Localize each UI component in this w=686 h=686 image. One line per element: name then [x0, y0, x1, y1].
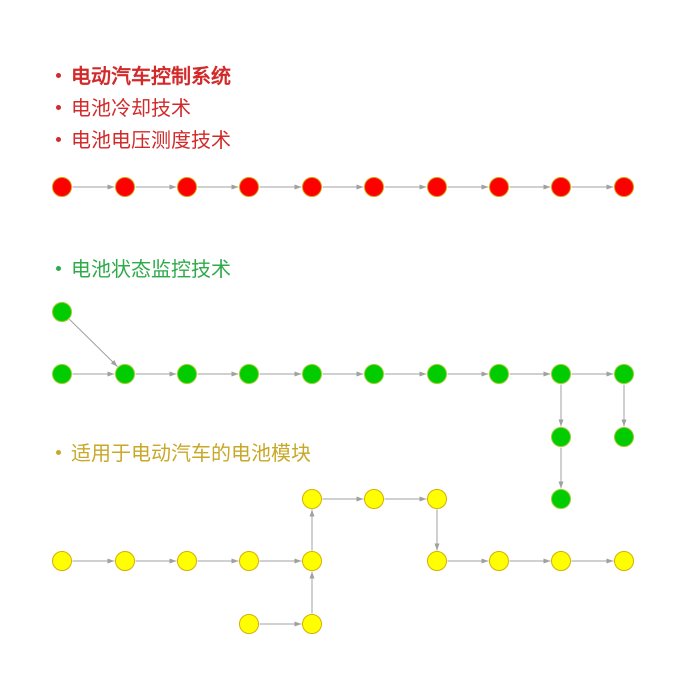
- bullet-icon: [56, 450, 61, 455]
- yellow-node[interactable]: [303, 552, 322, 571]
- red-node[interactable]: [53, 178, 72, 197]
- legend-item-red-2: 电池冷却技术: [56, 96, 191, 120]
- green-node[interactable]: [490, 365, 509, 384]
- red-node[interactable]: [428, 178, 447, 197]
- green-node[interactable]: [428, 365, 447, 384]
- yellow-node[interactable]: [615, 552, 634, 571]
- green-node[interactable]: [303, 365, 322, 384]
- yellow-node[interactable]: [116, 552, 135, 571]
- green-node[interactable]: [615, 365, 634, 384]
- green-node[interactable]: [615, 428, 634, 447]
- yellow-node[interactable]: [428, 490, 447, 509]
- red-node[interactable]: [615, 178, 634, 197]
- legend-item-red-1: 电动汽车控制系统: [56, 64, 231, 88]
- legend-item-yellow-1: 适用于电动汽车的电池模块: [56, 441, 311, 465]
- green-node[interactable]: [116, 365, 135, 384]
- yellow-node[interactable]: [53, 552, 72, 571]
- bullet-icon: [56, 137, 61, 142]
- yellow-node[interactable]: [490, 552, 509, 571]
- green-node[interactable]: [552, 428, 571, 447]
- red-node[interactable]: [552, 178, 571, 197]
- yellow-node[interactable]: [240, 615, 259, 634]
- legend-label: 电动汽车控制系统: [71, 64, 231, 88]
- yellow-node[interactable]: [303, 490, 322, 509]
- green-node[interactable]: [178, 365, 197, 384]
- yellow-node[interactable]: [240, 552, 259, 571]
- legend-label: 电池状态监控技术: [71, 257, 231, 281]
- yellow-node[interactable]: [303, 615, 322, 634]
- red-node[interactable]: [490, 178, 509, 197]
- green-node[interactable]: [53, 365, 72, 384]
- bullet-icon: [56, 73, 61, 78]
- green-node[interactable]: [240, 365, 259, 384]
- red-node[interactable]: [240, 178, 259, 197]
- yellow-node[interactable]: [178, 552, 197, 571]
- legend-label: 电池电压测度技术: [71, 128, 231, 152]
- green-node[interactable]: [552, 490, 571, 509]
- red-node[interactable]: [178, 178, 197, 197]
- green-node[interactable]: [552, 365, 571, 384]
- bullet-icon: [56, 266, 61, 271]
- yellow-node[interactable]: [365, 490, 384, 509]
- legend-label: 电池冷却技术: [71, 96, 191, 120]
- red-node[interactable]: [365, 178, 384, 197]
- yellow-node[interactable]: [552, 552, 571, 571]
- legend-item-red-3: 电池电压测度技术: [56, 128, 231, 152]
- green-edge: [69, 319, 117, 366]
- yellow-node[interactable]: [428, 552, 447, 571]
- edges: [69, 187, 624, 624]
- legend-label: 适用于电动汽车的电池模块: [71, 441, 311, 465]
- nodes: [53, 178, 634, 634]
- green-node[interactable]: [365, 365, 384, 384]
- bullet-icon: [56, 105, 61, 110]
- green-node[interactable]: [53, 303, 72, 322]
- red-node[interactable]: [116, 178, 135, 197]
- red-node[interactable]: [303, 178, 322, 197]
- legend-item-green-1: 电池状态监控技术: [56, 257, 231, 281]
